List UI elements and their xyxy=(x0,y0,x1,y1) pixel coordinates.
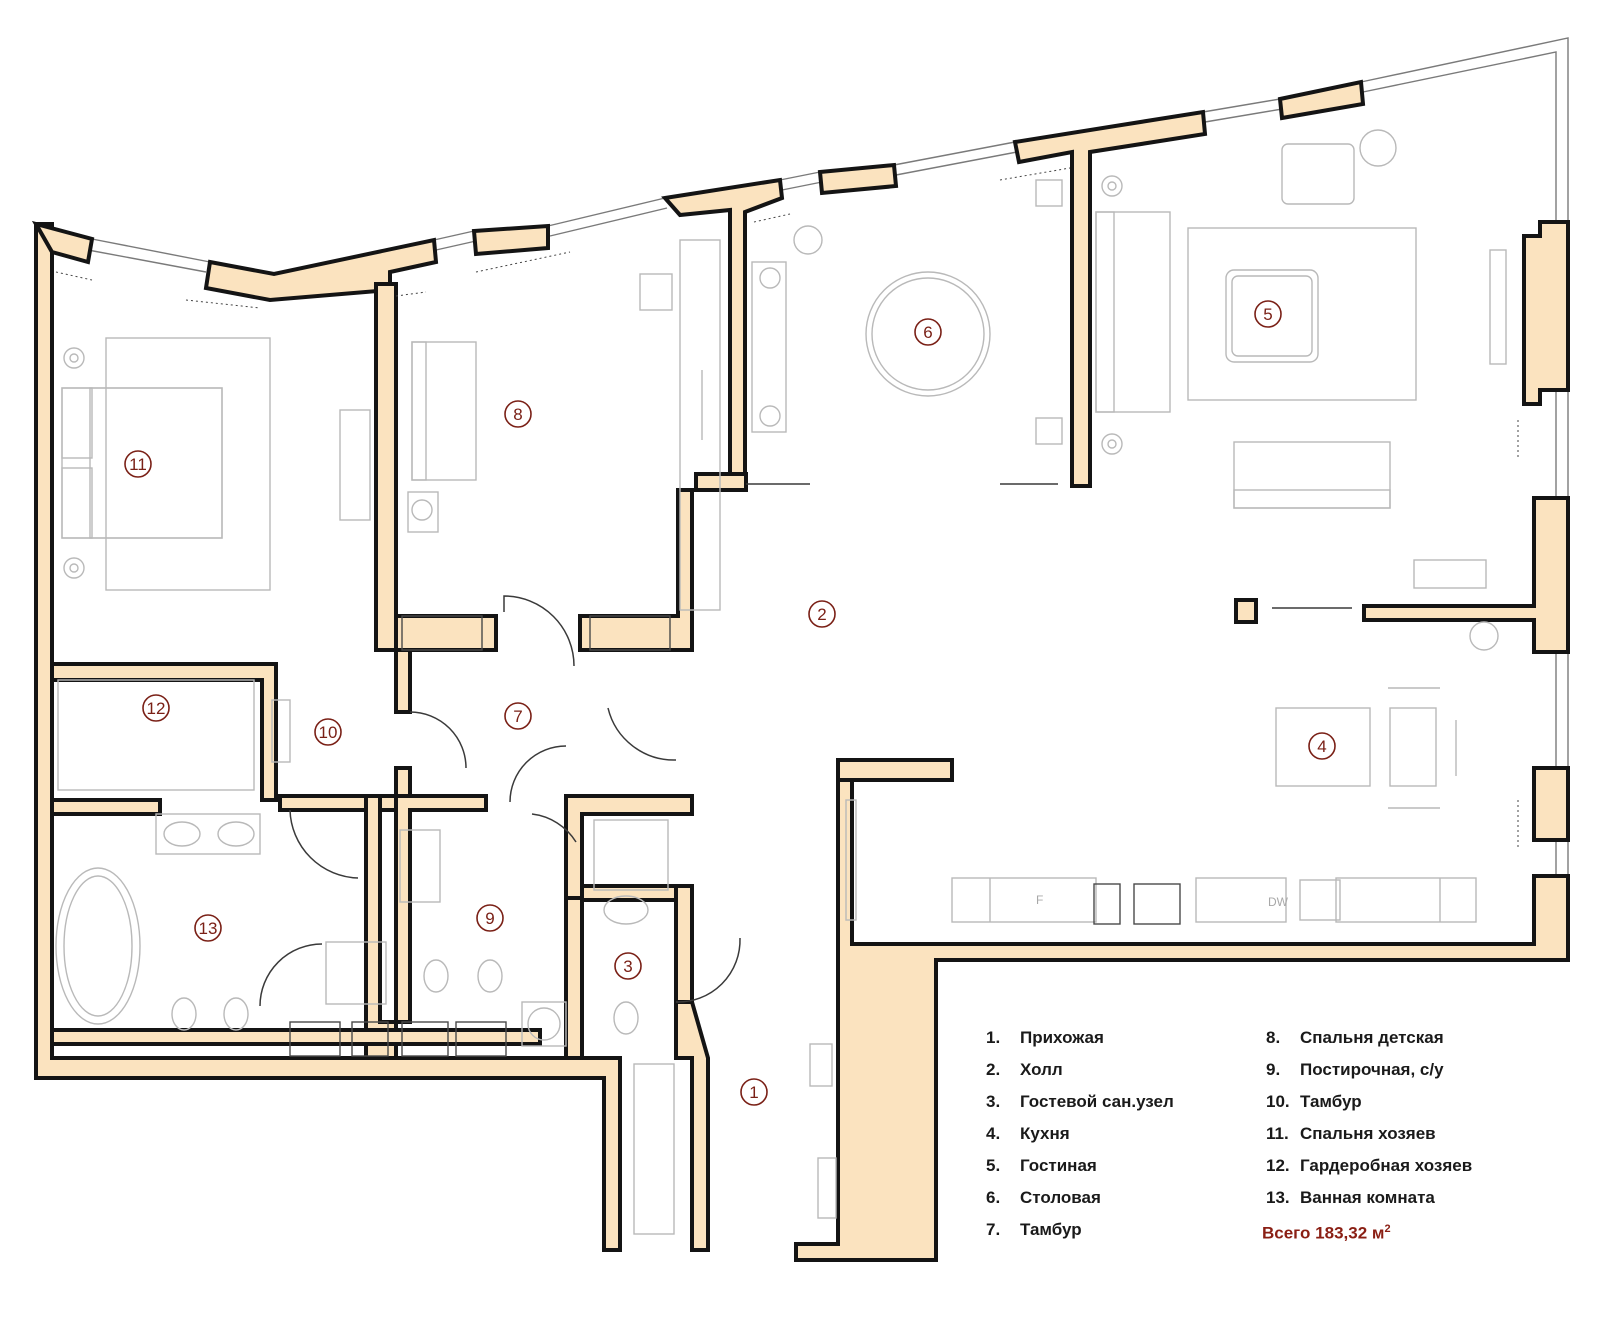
svg-text:1: 1 xyxy=(749,1083,758,1102)
fridge-label: F xyxy=(1036,893,1043,907)
svg-text:3: 3 xyxy=(623,957,632,976)
wardrobe-fixtures xyxy=(289,615,1181,1057)
legend-item: 1.Прихожая xyxy=(986,1028,1104,1047)
total-value: 183,32 xyxy=(1315,1223,1368,1243)
legend-item: 2.Холл xyxy=(986,1060,1063,1079)
legend-item: 6.Столовая xyxy=(986,1188,1101,1207)
legend-item: 13.Ванная комната xyxy=(1266,1188,1435,1207)
legend-item: 10.Тамбур xyxy=(1266,1092,1362,1111)
room-12-marker: 12 xyxy=(142,694,170,722)
legend-left: 1.Прихожая 2.Холл 3.Гостевой сан.узел 4.… xyxy=(986,1022,1174,1246)
radiators xyxy=(55,167,1519,850)
svg-text:7: 7 xyxy=(513,707,522,726)
room-8-marker: 8 xyxy=(504,400,532,428)
room-7-marker: 7 xyxy=(504,702,532,730)
room-4-marker: 4 xyxy=(1308,732,1336,760)
legend-item: 5.Гостиная xyxy=(986,1156,1097,1175)
total-prefix: Всего xyxy=(1262,1223,1311,1243)
legend-item: 7.Тамбур xyxy=(986,1220,1082,1239)
svg-text:11: 11 xyxy=(129,455,147,474)
room-11-marker: 11 xyxy=(124,450,152,478)
total-unit-sup: 2 xyxy=(1384,1223,1391,1235)
svg-text:2: 2 xyxy=(817,605,826,624)
furniture xyxy=(55,129,1507,1235)
dishwasher-label: DW xyxy=(1268,895,1289,909)
walls xyxy=(31,79,1570,1262)
svg-text:4: 4 xyxy=(1317,737,1326,756)
room-6-marker: 6 xyxy=(914,318,942,346)
svg-text:6: 6 xyxy=(923,323,932,342)
svg-text:12: 12 xyxy=(147,699,166,718)
room-3-marker: 3 xyxy=(614,952,642,980)
legend-item: 4.Кухня xyxy=(986,1124,1070,1143)
legend-item: 11.Спальня хозяев xyxy=(1266,1124,1436,1143)
total-area: Всего 183,32 м2 xyxy=(1262,1223,1391,1244)
room-1-marker: 1 xyxy=(740,1078,768,1106)
room-5-marker: 5 xyxy=(1254,300,1282,328)
room-9-marker: 9 xyxy=(476,904,504,932)
room-2-marker: 2 xyxy=(808,600,836,628)
room-10-marker: 10 xyxy=(314,718,342,746)
legend-item: 12.Гардеробная хозяев xyxy=(1266,1156,1473,1175)
svg-text:9: 9 xyxy=(485,909,494,928)
total-unit: м xyxy=(1371,1223,1385,1243)
legend-item: 9.Постирочная, с/у xyxy=(1266,1060,1444,1079)
svg-text:5: 5 xyxy=(1263,305,1272,324)
legend-item: 3.Гостевой сан.узел xyxy=(986,1092,1174,1111)
svg-text:13: 13 xyxy=(199,919,218,938)
svg-text:10: 10 xyxy=(319,723,338,742)
window-glazing xyxy=(87,37,1569,876)
svg-text:8: 8 xyxy=(513,405,522,424)
legend-item: 8.Спальня детская xyxy=(1266,1028,1444,1047)
doors xyxy=(259,483,1352,1007)
legend-right: 8.Спальня детская 9.Постирочная, с/у 10.… xyxy=(1266,1022,1472,1214)
room-13-marker: 13 xyxy=(194,914,222,942)
